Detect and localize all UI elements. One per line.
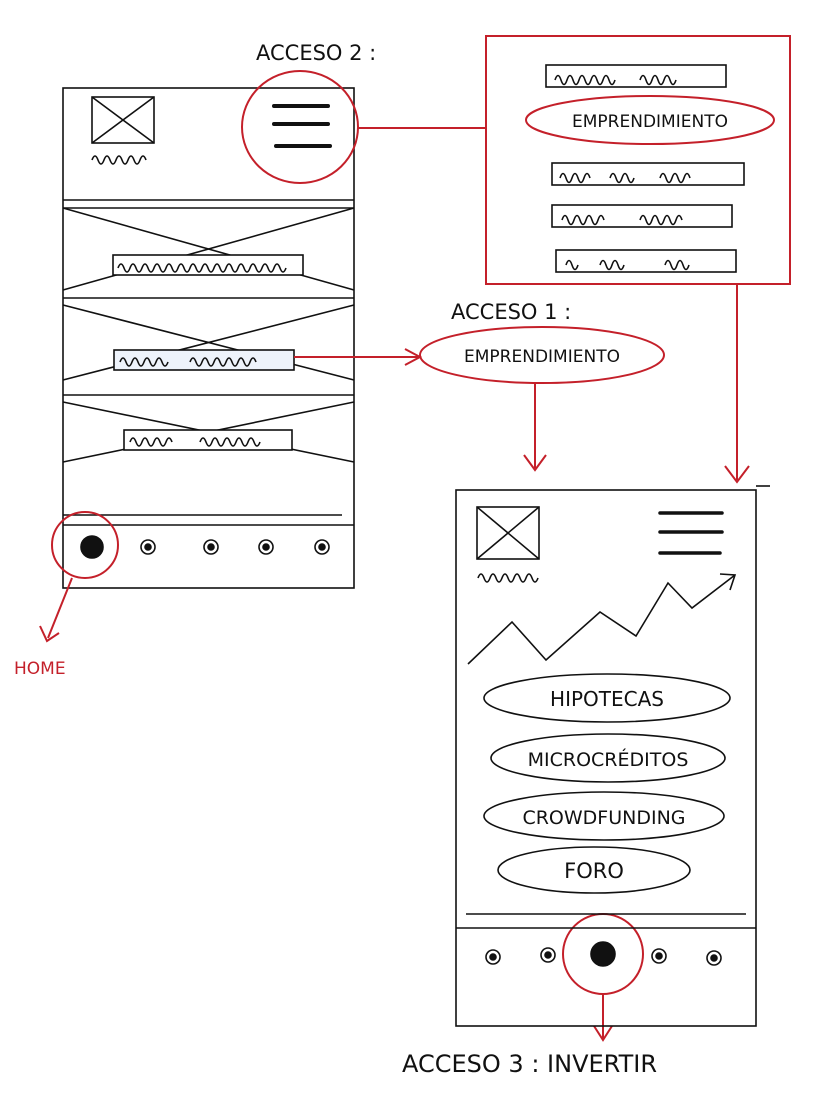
inv-nav-dot-4[interactable]	[651, 948, 667, 964]
menu-popup-items	[545, 64, 745, 273]
nav-dot-5[interactable]	[314, 539, 330, 555]
btn-microcreditos-label: MICROCRÉDITOS	[528, 748, 689, 771]
nav-home-dot[interactable]	[80, 535, 104, 559]
inv-nav-dot-1[interactable]	[485, 949, 501, 965]
menu-popup-frame	[485, 35, 791, 285]
inv-nav-invertir-dot[interactable]	[590, 941, 616, 967]
btn-crowdfunding-label: CROWDFUNDING	[522, 807, 685, 829]
invertir-hamburger-icon[interactable]	[658, 511, 724, 555]
btn-crowdfunding[interactable]	[483, 791, 725, 841]
home-card-emprendimiento[interactable]	[62, 304, 355, 381]
invertir-screen-wireframe	[455, 485, 770, 1027]
nav-dot-2[interactable]	[140, 539, 156, 555]
btn-hipotecas-label: HIPOTECAS	[550, 687, 664, 711]
invertir-logo-caption-scribble	[477, 573, 539, 583]
invertir-screen-frame	[455, 489, 757, 1027]
menu-item-1[interactable]	[545, 64, 727, 88]
btn-foro-label: FORO	[564, 859, 624, 883]
nav-dot-4[interactable]	[258, 539, 274, 555]
home-screen-wireframe	[62, 87, 355, 589]
invertir-logo-image	[476, 506, 540, 560]
acceso2-label: ACCESO 2 :	[256, 41, 376, 65]
btn-hipotecas[interactable]	[483, 673, 731, 723]
trend-line-graphic	[467, 573, 737, 665]
acceso1-bubble[interactable]	[419, 326, 665, 384]
home-hamburger-icon[interactable]	[272, 104, 332, 148]
btn-foro[interactable]	[497, 846, 691, 894]
invertir-bottom-nav	[485, 941, 722, 967]
home-card-3[interactable]	[62, 401, 355, 463]
inv-nav-dot-2[interactable]	[540, 947, 556, 963]
acceso1-bubble-label: EMPRENDIMIENTO	[464, 347, 620, 367]
inv-nav-dot-5[interactable]	[706, 950, 722, 966]
home-bottom-nav	[80, 535, 330, 559]
acceso1-label: ACCESO 1 :	[451, 300, 571, 324]
nav-dot-3[interactable]	[203, 539, 219, 555]
home-logo-image	[91, 96, 155, 144]
menu-item-emprendimiento-label: EMPRENDIMIENTO	[572, 112, 728, 132]
home-label: HOME	[14, 659, 66, 679]
menu-item-emprendimiento-highlight[interactable]	[525, 95, 775, 145]
menu-item-3[interactable]	[551, 162, 745, 186]
home-highlight-circle	[51, 511, 119, 579]
acceso3-label: ACCESO 3 : INVERTIR	[402, 1050, 657, 1078]
menu-item-5[interactable]	[555, 249, 737, 273]
home-card-1[interactable]	[62, 207, 355, 291]
home-logo-caption-scribble	[91, 155, 147, 165]
btn-microcreditos[interactable]	[490, 733, 726, 783]
menu-item-4[interactable]	[551, 204, 733, 228]
home-screen-frame	[62, 87, 355, 589]
